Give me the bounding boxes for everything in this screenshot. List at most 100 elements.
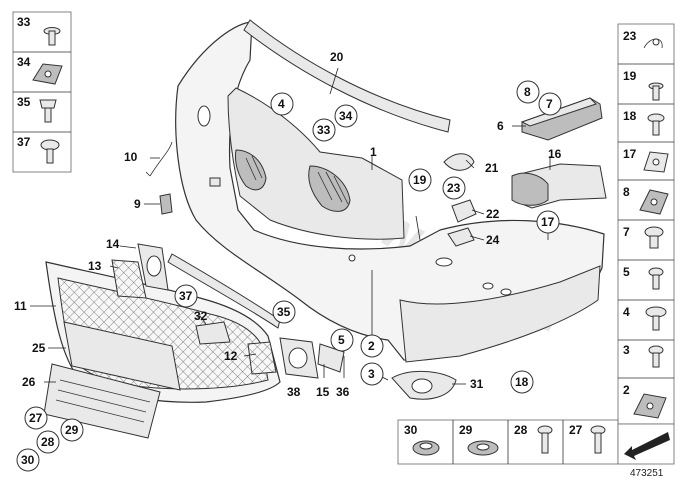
callout-33: 33 bbox=[317, 123, 331, 137]
legend-left-column: 33 34 35 37 bbox=[12, 11, 72, 173]
mesh-insert-right bbox=[247, 341, 277, 375]
callout-17: 17 bbox=[541, 215, 555, 229]
callout-1: 1 bbox=[370, 145, 377, 159]
mesh-insert-left bbox=[111, 259, 147, 299]
legend-label-34: 34 bbox=[17, 55, 31, 69]
callout-38: 38 bbox=[287, 385, 301, 399]
screw-icon bbox=[647, 113, 665, 136]
callout-13: 13 bbox=[88, 259, 102, 273]
screw-icon bbox=[648, 267, 664, 290]
spring-clip-icon bbox=[643, 38, 663, 49]
kidney-grille-right bbox=[308, 165, 351, 212]
legend-label-30: 30 bbox=[404, 423, 418, 437]
callout-8: 8 bbox=[524, 85, 531, 99]
callout-4: 4 bbox=[278, 97, 285, 111]
document-id: 473251 bbox=[630, 468, 664, 479]
callout-37: 37 bbox=[179, 289, 193, 303]
cover-32 bbox=[195, 321, 231, 345]
legend-label-33: 33 bbox=[17, 15, 31, 29]
callout-12: 12 bbox=[224, 349, 238, 363]
callout-6: 6 bbox=[497, 119, 504, 133]
screw-icon bbox=[39, 99, 57, 123]
legend-label-35: 35 bbox=[17, 95, 31, 109]
callout-3: 3 bbox=[368, 367, 375, 381]
callout-9: 9 bbox=[134, 197, 141, 211]
cover-strip bbox=[243, 19, 451, 133]
callout-11: 11 bbox=[14, 299, 27, 313]
fog-light-trim-left bbox=[137, 243, 169, 291]
callout-21: 21 bbox=[485, 161, 499, 175]
grommet-icon bbox=[467, 440, 499, 456]
callout-10: 10 bbox=[124, 150, 138, 164]
screw-icon bbox=[590, 425, 606, 454]
callout-36: 36 bbox=[336, 385, 350, 399]
screw-icon bbox=[648, 82, 664, 101]
callout-27: 27 bbox=[29, 411, 43, 425]
fog-light-trim-right bbox=[279, 337, 319, 379]
legend-label-27: 27 bbox=[569, 423, 583, 437]
callout-29: 29 bbox=[65, 423, 79, 437]
callout-18: 18 bbox=[515, 375, 529, 389]
callout-19: 19 bbox=[413, 173, 427, 187]
clip-nut-icon bbox=[639, 189, 669, 215]
legend-label-28: 28 bbox=[514, 423, 528, 437]
expanding-rivet-icon bbox=[644, 226, 664, 249]
legend-label-8: 8 bbox=[623, 185, 630, 199]
callout-20: 20 bbox=[330, 50, 344, 64]
grommet-icon bbox=[412, 440, 440, 456]
screw-icon bbox=[537, 425, 553, 454]
sensor-wire bbox=[145, 141, 173, 177]
clip-nut-icon bbox=[32, 63, 63, 85]
clip-nut-icon bbox=[633, 393, 667, 419]
callout-23: 23 bbox=[447, 181, 461, 195]
callout-26: 26 bbox=[22, 375, 36, 389]
screw-icon bbox=[648, 345, 664, 368]
legend-label-37: 37 bbox=[17, 135, 31, 149]
screw-icon bbox=[40, 139, 60, 164]
legend-label-17: 17 bbox=[623, 147, 637, 161]
legend-right-column: 23 19 18 17 8 7 5 4 3 bbox=[617, 23, 675, 425]
callout-34: 34 bbox=[339, 109, 353, 123]
legend-label-23: 23 bbox=[623, 29, 637, 43]
tow-hook-cover bbox=[443, 153, 475, 171]
callout-25: 25 bbox=[32, 341, 46, 355]
callout-5: 5 bbox=[338, 333, 345, 347]
screw-icon bbox=[43, 27, 61, 46]
legend-label-4: 4 bbox=[623, 305, 630, 319]
bracket-right bbox=[520, 97, 603, 141]
legend-label-29: 29 bbox=[459, 423, 473, 437]
legend-right-frame bbox=[617, 23, 675, 425]
callout-14: 14 bbox=[106, 237, 120, 251]
callout-7: 7 bbox=[546, 97, 553, 111]
callout-35: 35 bbox=[277, 305, 291, 319]
callout-22: 22 bbox=[486, 207, 500, 221]
callout-31: 31 bbox=[470, 377, 484, 391]
nut-icon bbox=[643, 151, 669, 173]
legend-label-18: 18 bbox=[623, 109, 637, 123]
callout-28: 28 bbox=[41, 435, 55, 449]
legend-label-5: 5 bbox=[623, 265, 630, 279]
legend-label-3: 3 bbox=[623, 343, 630, 357]
fog-light-cover-31 bbox=[391, 370, 457, 400]
washer-screw-icon bbox=[645, 306, 667, 331]
callout-24: 24 bbox=[486, 233, 500, 247]
callouts: 20 4 34 33 1 8 7 6 21 16 19 23 22 24 17 … bbox=[14, 50, 562, 472]
kidney-grille-left bbox=[235, 149, 267, 191]
callout-15: 15 bbox=[316, 385, 330, 399]
front-bumper-panel bbox=[175, 21, 605, 363]
leader-lines bbox=[30, 67, 551, 385]
callout-30: 30 bbox=[21, 453, 35, 467]
clip-9 bbox=[159, 193, 173, 215]
license-bracket bbox=[447, 199, 477, 247]
callout-2: 2 bbox=[368, 339, 375, 353]
air-duct bbox=[511, 163, 607, 209]
legend-label-19: 19 bbox=[623, 69, 637, 83]
legend-label-2: 2 bbox=[623, 383, 630, 397]
side-trim-strip bbox=[167, 253, 281, 329]
legend-bottom-row: 30 29 28 27 bbox=[397, 419, 619, 465]
direction-arrow-icon bbox=[617, 423, 675, 465]
callout-32: 32 bbox=[194, 309, 208, 323]
callout-16: 16 bbox=[548, 147, 562, 161]
legend-label-7: 7 bbox=[623, 225, 630, 239]
